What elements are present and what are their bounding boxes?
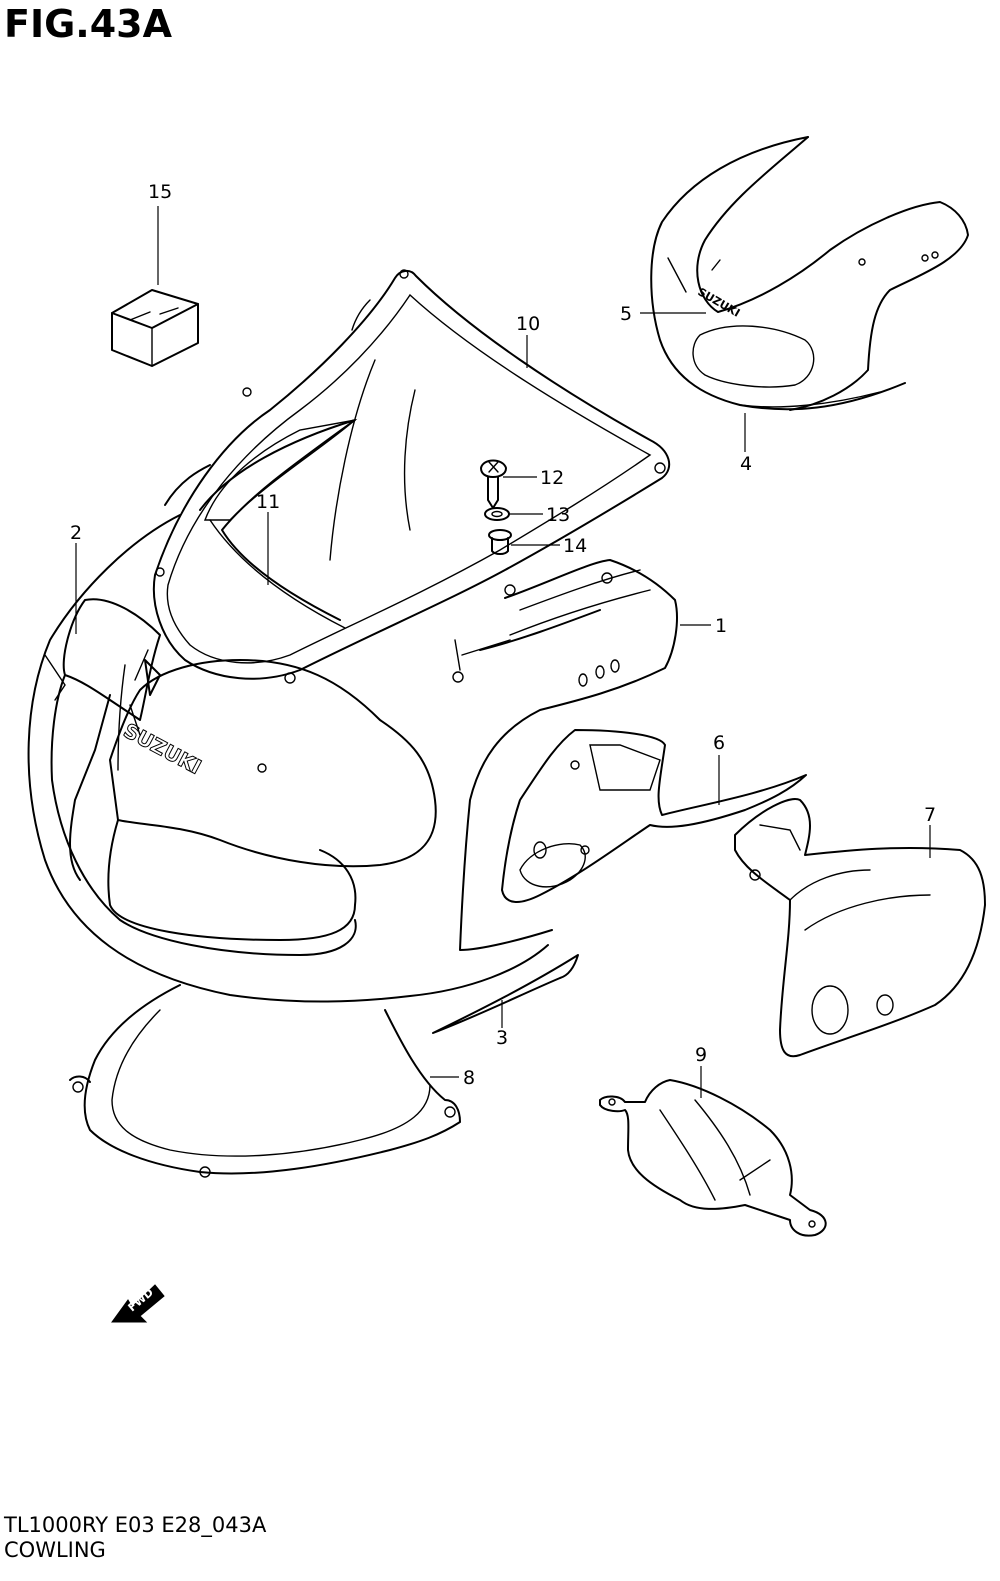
arrow-icon <box>111 1284 165 1323</box>
part-8-inner-lower-cowl <box>69 984 461 1178</box>
part-3-lower-trim <box>432 954 579 1034</box>
footer-model-code: TL1000RY E03 E28_043A <box>4 1513 267 1537</box>
fwd-direction-arrow: FWD <box>111 1284 165 1323</box>
callout-14: 14 <box>563 535 587 557</box>
part-6-inner-panel <box>501 729 807 903</box>
part-12-screw <box>480 459 507 509</box>
upper-cowl-brand-text: SUZUKI <box>696 285 743 319</box>
part-9-air-duct <box>599 1079 827 1237</box>
figure-title: FIG.43A <box>4 2 173 46</box>
callout-4: 4 <box>740 453 752 475</box>
footer-section-name: COWLING <box>4 1538 106 1562</box>
part-4-upper-cowl: SUZUKI <box>650 136 969 411</box>
part-13-washer <box>484 507 510 521</box>
part-10-windscreen <box>152 269 671 684</box>
part-1-side-cowling <box>459 559 678 951</box>
callout-7: 7 <box>924 804 936 826</box>
callout-8: 8 <box>463 1067 475 1089</box>
callout-2: 2 <box>70 522 82 544</box>
callout-1: 1 <box>715 615 727 637</box>
part-15-label-block <box>111 289 199 367</box>
callout-15: 15 <box>148 181 172 203</box>
leader-lines <box>75 206 931 1098</box>
callout-numbers: 15 10 5 4 12 13 14 11 2 1 6 7 3 8 9 <box>70 181 936 1089</box>
part-14-well-nut <box>488 529 512 555</box>
callout-13: 13 <box>546 504 570 526</box>
callout-6: 6 <box>713 732 725 754</box>
callout-10: 10 <box>516 313 540 335</box>
callout-12: 12 <box>540 467 564 489</box>
callout-9: 9 <box>695 1044 707 1066</box>
callout-11: 11 <box>256 491 280 513</box>
main-cowl-brand-text: SUZUKI <box>120 718 206 779</box>
callout-5: 5 <box>620 303 632 325</box>
part-7-side-vent-panel <box>734 798 986 1058</box>
callout-3: 3 <box>496 1027 508 1049</box>
